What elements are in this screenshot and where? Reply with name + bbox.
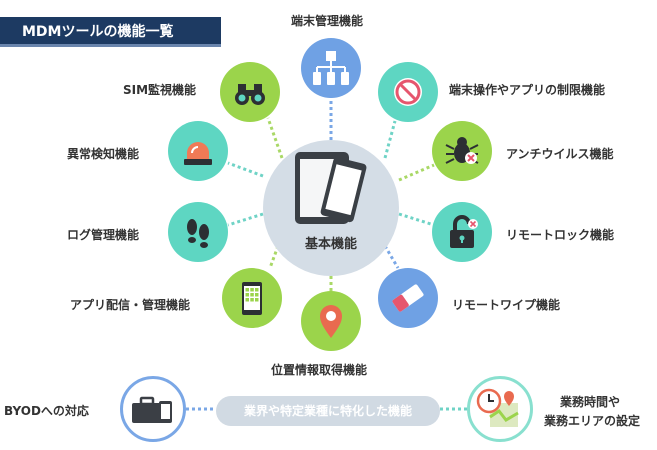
remote-wipe-node bbox=[378, 268, 438, 328]
time-area-label-line1: 業務時間や bbox=[560, 395, 621, 409]
byod-label: BYODへの対応 bbox=[4, 404, 89, 418]
connector-remote-wipe bbox=[383, 245, 400, 269]
connector-antivirus bbox=[398, 163, 435, 182]
byod-node bbox=[120, 376, 186, 442]
device-management-label: 端末管理機能 bbox=[291, 14, 364, 28]
restriction-label: 端末操作やアプリの制限機能 bbox=[449, 83, 606, 97]
connector-app-dist bbox=[268, 245, 280, 269]
core-features-label: 基本機能 bbox=[304, 237, 357, 252]
remote-lock-node bbox=[432, 202, 492, 262]
alarm-light-icon bbox=[184, 142, 212, 165]
map-pin-icon bbox=[320, 305, 342, 338]
antivirus-node bbox=[432, 121, 492, 181]
connector-sim bbox=[266, 117, 284, 159]
connector-log bbox=[227, 212, 264, 227]
eraser-icon bbox=[392, 284, 424, 312]
tablet-phone-icon bbox=[295, 152, 367, 224]
remote-lock-label: リモートロック機能 bbox=[506, 228, 615, 242]
anomaly-detection-node bbox=[168, 121, 228, 181]
prohibited-icon bbox=[394, 78, 422, 106]
binoculars-icon bbox=[235, 84, 265, 105]
sim-monitoring-label: SIM監視機能 bbox=[123, 83, 197, 97]
restriction-node bbox=[378, 62, 438, 122]
device-tree-icon bbox=[313, 51, 349, 85]
antivirus-label: アンチウイルス機能 bbox=[506, 147, 614, 161]
connector-remote-lock bbox=[398, 212, 435, 227]
log-management-node bbox=[168, 202, 228, 262]
log-management-label: ログ管理機能 bbox=[67, 228, 140, 242]
location-node bbox=[301, 291, 361, 351]
sim-monitoring-node bbox=[220, 62, 280, 122]
remote-wipe-label: リモートワイプ機能 bbox=[452, 298, 561, 312]
padlock-icon bbox=[450, 215, 478, 248]
page-title: MDMツールの機能一覧 bbox=[0, 17, 221, 47]
device-management-node bbox=[301, 38, 361, 98]
connector-anomaly bbox=[227, 161, 264, 178]
anomaly-detection-label: 異常検知機能 bbox=[67, 147, 140, 161]
location-label: 位置情報取得機能 bbox=[271, 363, 368, 377]
app-distribution-label: アプリ配信・管理機能 bbox=[70, 298, 191, 312]
smartphone-apps-icon bbox=[242, 282, 262, 315]
time-area-label-line2: 業務エリアの設定 bbox=[544, 414, 641, 428]
specialized-features-bar: 業界や特定業種に特化した機能 bbox=[216, 396, 440, 426]
footprints-icon bbox=[187, 219, 209, 248]
app-distribution-node bbox=[222, 268, 282, 328]
virus-bug-icon bbox=[445, 137, 479, 164]
time-area-node bbox=[467, 376, 533, 442]
core-features-hub: 基本機能 bbox=[263, 140, 399, 276]
clock-map-icon bbox=[476, 388, 519, 427]
connector-restriction bbox=[383, 120, 397, 159]
briefcase-phone-icon bbox=[132, 396, 172, 423]
